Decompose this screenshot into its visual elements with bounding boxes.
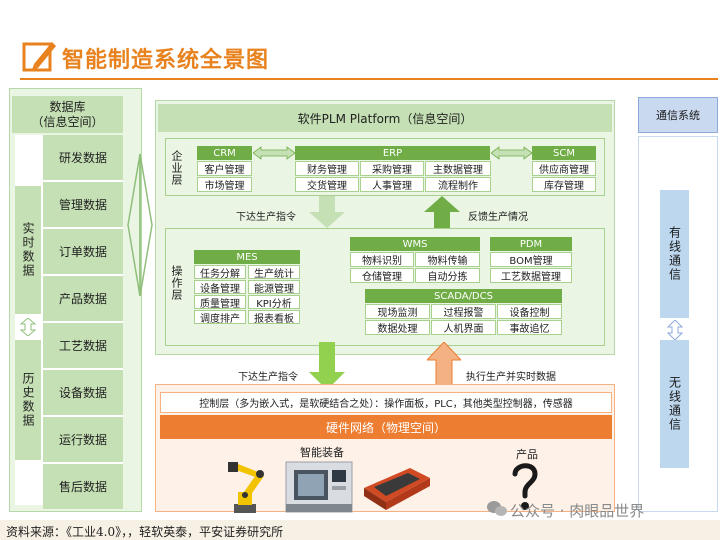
- db-item: 产品数据: [43, 276, 123, 321]
- db-item: 售后数据: [43, 464, 123, 509]
- question-mark-icon: [512, 463, 538, 510]
- wireless-comm-label: 无线通信: [660, 340, 689, 468]
- erp-cell: 采购管理: [360, 161, 424, 176]
- db-item: 运行数据: [43, 417, 123, 462]
- mes-cell: 报表看板: [248, 310, 300, 325]
- scada-header: SCADA/DCS: [365, 289, 562, 303]
- comm-system-title: 通信系统: [638, 97, 718, 133]
- flow-up-label: 执行生产并实时数据: [466, 372, 556, 383]
- source-note: 资料来源：《工业4.0》，，轻软英泰，平安证券研究所: [6, 525, 284, 539]
- watermark-text: 公众号 · 肉眼品世界: [510, 502, 645, 520]
- erp-cell: 人事管理: [360, 177, 424, 192]
- scada-cell: 设备控制: [497, 304, 562, 319]
- wms-cell: 物料传输: [415, 252, 480, 267]
- double-arrow-icon: [127, 153, 153, 297]
- flow-down-label: 下达生产指令: [238, 372, 298, 383]
- logo-pencil-icon: [22, 42, 56, 72]
- wms-cell: 自动分拣: [415, 268, 480, 283]
- mes-cell: 调度排产: [194, 310, 246, 325]
- db-item: 研发数据: [43, 135, 123, 180]
- operation-layer-label: 操作层: [170, 265, 183, 301]
- page-title: 智能制造系统全景图: [62, 48, 270, 73]
- db-item: 订单数据: [43, 229, 123, 274]
- double-arrow-icon: [667, 320, 683, 340]
- cnc-machine-image: [285, 461, 353, 513]
- plm-down-label: 下达生产指令: [236, 212, 296, 223]
- erp-cell: 财务管理: [295, 161, 359, 176]
- arrow-up-icon: [427, 342, 461, 390]
- database-title: 数据库 （信息空间）: [12, 96, 123, 133]
- crm-cell: 客户管理: [197, 161, 252, 176]
- arrow-up-icon: [424, 196, 460, 228]
- arrow-down-icon: [309, 342, 345, 390]
- hardware-network-title: 硬件网络（物理空间）: [160, 415, 612, 439]
- mes-cell: 设备管理: [194, 280, 246, 295]
- plm-title: 软件PLM Platform（信息空间）: [158, 104, 612, 132]
- robot-arm-image: [228, 462, 264, 513]
- crm-cell: 市场管理: [197, 177, 252, 192]
- erp-cell: 交货管理: [295, 177, 359, 192]
- mes-cell: 质量管理: [194, 295, 246, 310]
- wms-cell: 物料识别: [350, 252, 414, 267]
- wechat-icon: [487, 501, 507, 516]
- db-item: 设备数据: [43, 370, 123, 415]
- erp-cell: 主数据管理: [425, 161, 491, 176]
- db-item: 工艺数据: [43, 323, 123, 368]
- pdm-cell: 工艺数据管理: [490, 268, 572, 283]
- pdm-cell: BOM管理: [490, 252, 572, 267]
- erp-cell: 流程制作: [425, 177, 491, 192]
- mes-cell: KPI分析: [248, 295, 300, 310]
- crm-header: CRM: [197, 146, 252, 160]
- double-arrow-icon: [491, 146, 532, 160]
- machine-tool-image: [364, 468, 430, 510]
- mes-cell: 能源管理: [248, 280, 300, 295]
- wms-header: WMS: [350, 237, 480, 251]
- mes-cell: 生产统计: [248, 265, 300, 280]
- equipment-label: 智能装备: [300, 446, 344, 459]
- scm-cell: 库存管理: [532, 177, 596, 192]
- double-arrow-icon: [253, 146, 295, 160]
- scada-cell: 事故追忆: [497, 320, 562, 335]
- comm-panel: [638, 136, 718, 512]
- title-divider: [20, 78, 718, 80]
- history-data-label: 历史数据: [15, 340, 41, 460]
- mes-cell: 任务分解: [194, 265, 246, 280]
- wms-cell: 仓储管理: [350, 268, 414, 283]
- footer-bar: [0, 520, 720, 540]
- arrow-down-icon: [309, 196, 345, 228]
- enterprise-layer-label: 企业层: [170, 150, 183, 186]
- wired-comm-label: 有线通信: [660, 190, 689, 318]
- scm-cell: 供应商管理: [532, 161, 596, 176]
- scada-cell: 现场监测: [365, 304, 430, 319]
- control-layer-bar: 控制层（多为嵌入式，是软硬结合之处）：操作面板，PLC，其他类型控制器，传感器: [160, 392, 612, 413]
- plm-up-label: 反馈生产情况: [468, 212, 528, 223]
- erp-header: ERP: [295, 146, 490, 160]
- scm-header: SCM: [532, 146, 596, 160]
- scada-cell: 人机界面: [431, 320, 496, 335]
- scada-cell: 过程报警: [431, 304, 496, 319]
- realtime-data-label: 实时数据: [15, 186, 41, 314]
- pdm-header: PDM: [490, 237, 572, 251]
- mes-header: MES: [194, 250, 300, 264]
- double-arrow-icon: [20, 318, 36, 336]
- scada-cell: 数据处理: [365, 320, 430, 335]
- db-item: 管理数据: [43, 182, 123, 227]
- product-label: 产品: [516, 448, 538, 461]
